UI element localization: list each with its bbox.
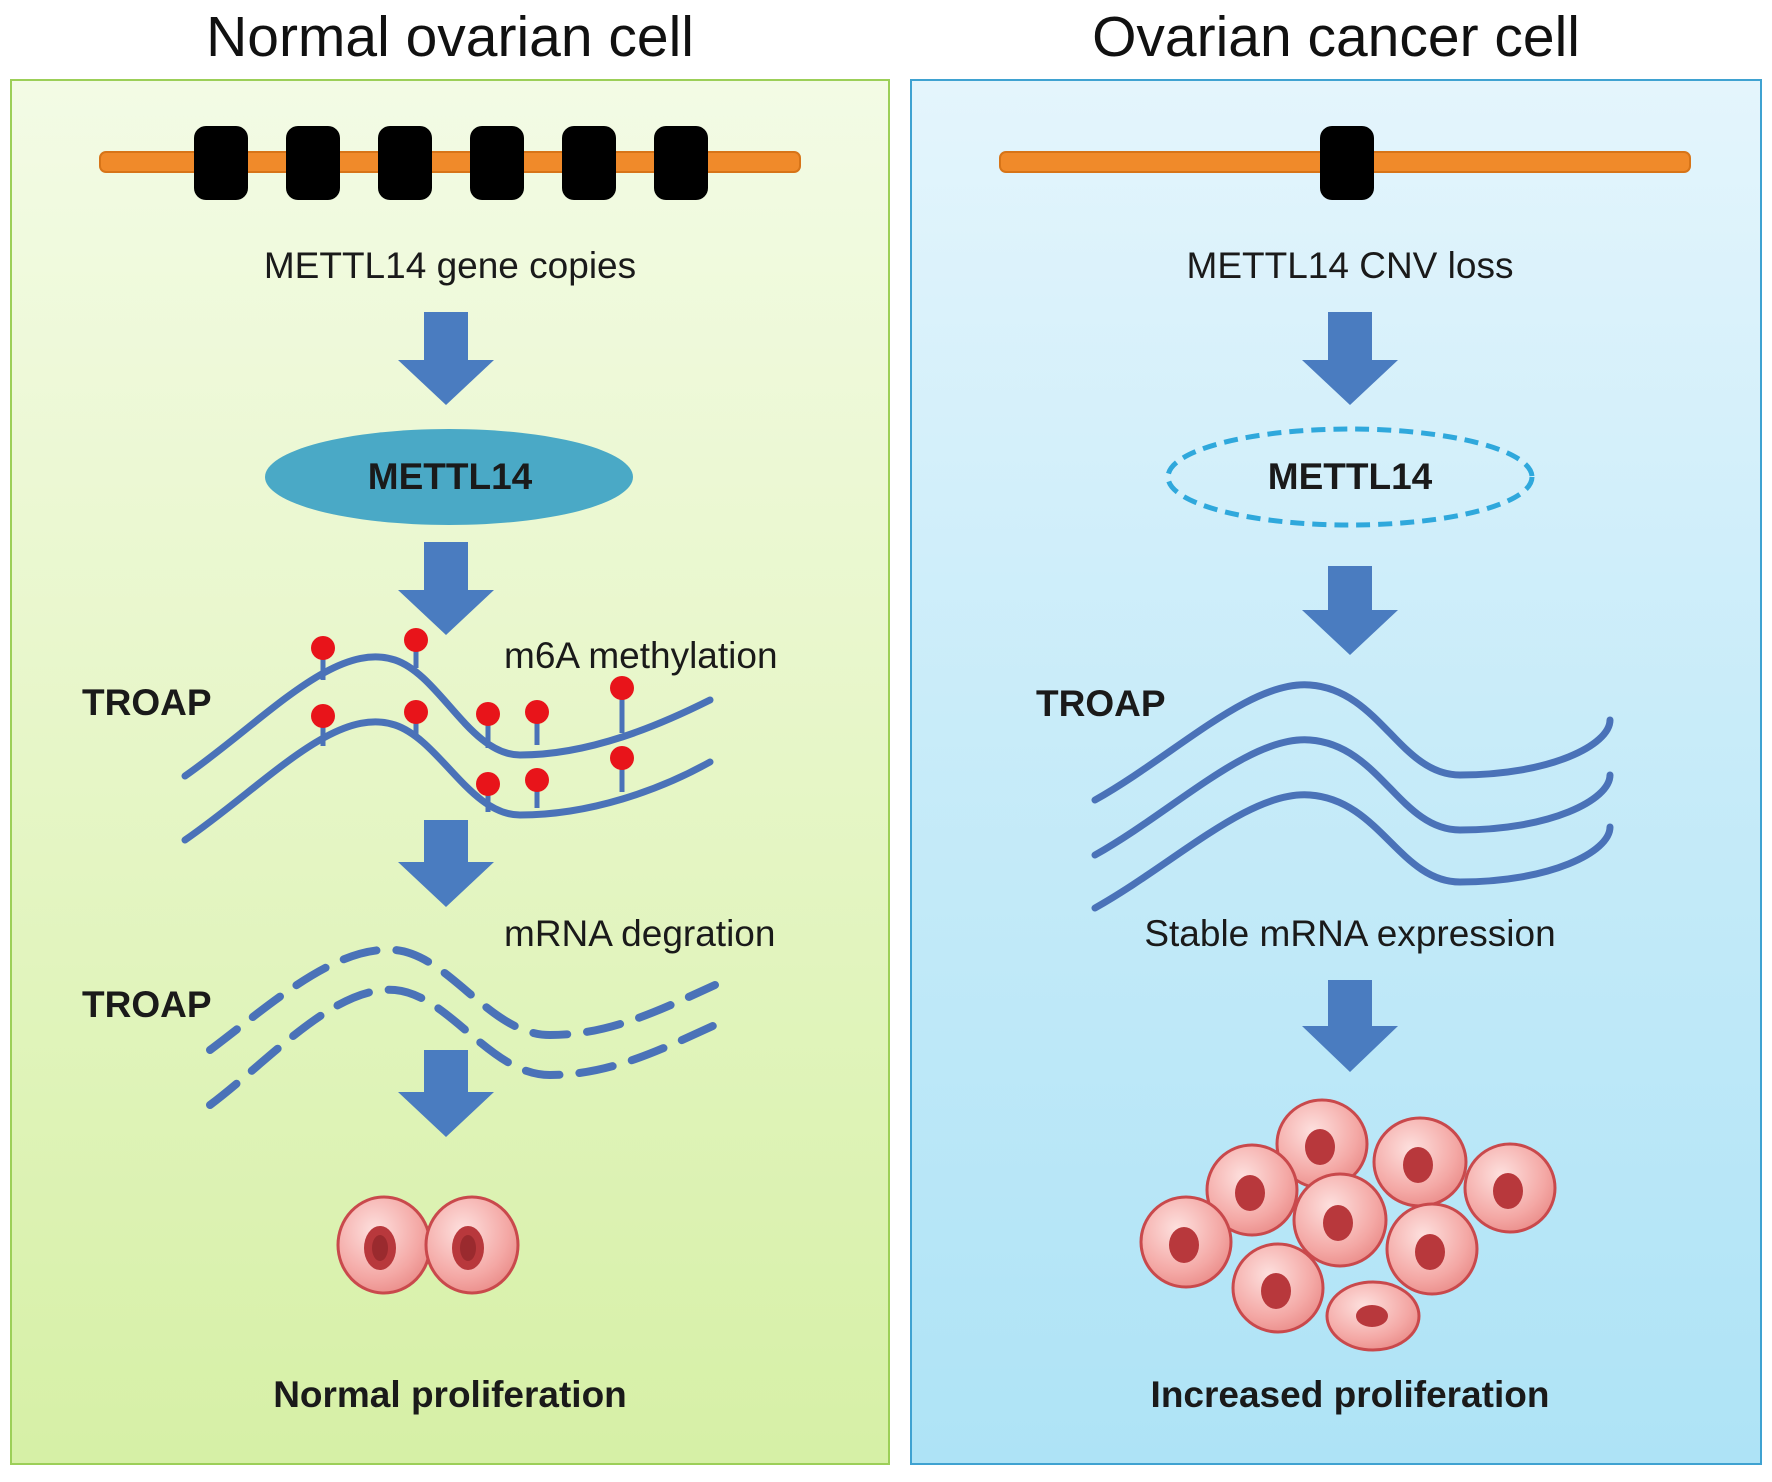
down-arrow-icon (398, 1050, 494, 1137)
troap-degraded-mrna (206, 945, 719, 1109)
gene-copy-block (654, 126, 708, 200)
normal-proliferation-label: Normal proliferation (273, 1374, 627, 1415)
cell-icon (1463, 1142, 1557, 1234)
cell-icon (1231, 1242, 1325, 1334)
down-arrow-icon (1302, 980, 1398, 1072)
down-arrow-icon (398, 820, 494, 907)
cell-icon (1275, 1098, 1369, 1190)
mettl14-protein (265, 429, 633, 525)
gene-copy-block (194, 126, 248, 200)
troap-label-methylated: TROAP (82, 682, 212, 723)
mettl14-protein-label: METTL14 (367, 456, 533, 497)
down-arrow-icon (1302, 566, 1398, 655)
cell-icon (1205, 1143, 1299, 1237)
cell-icon (1292, 1172, 1388, 1268)
troap-methylated-mrna (181, 653, 714, 844)
cell-icon (1385, 1202, 1479, 1296)
left-chromosome (99, 126, 801, 200)
troap-label-degraded: TROAP (82, 984, 212, 1025)
troap-label-stable: TROAP (1036, 683, 1166, 724)
stable-expression-label: Stable mRNA expression (1144, 913, 1556, 954)
gene-copy-block (470, 126, 524, 200)
mettl14-protein-lost (1165, 426, 1535, 528)
down-arrow-icon (1302, 312, 1398, 405)
cell-icon (424, 1195, 520, 1295)
left-panel-title: Normal ovarian cell (206, 5, 694, 69)
increased-proliferation-label: Increased proliferation (1150, 1374, 1550, 1415)
gene-copy-block (286, 126, 340, 200)
mrna-degradation-label: mRNA degration (504, 913, 776, 954)
down-arrow-icon (398, 312, 494, 405)
m6a-marks (311, 628, 634, 812)
gene-copy-block (378, 126, 432, 200)
cell-icon (336, 1195, 432, 1295)
troap-stable-mrna (1091, 681, 1614, 912)
m6a-methylation-label: m6A methylation (504, 635, 778, 676)
gene-copy-block (1320, 126, 1374, 200)
gene-copy-block (562, 126, 616, 200)
cell-icon (1372, 1116, 1468, 1208)
gene-copies-label: METTL14 gene copies (263, 245, 637, 286)
down-arrow-icon (398, 542, 494, 635)
cancer-cells (1139, 1098, 1557, 1352)
normal-cells (336, 1195, 520, 1295)
cnv-loss-label: METTL14 CNV loss (1186, 245, 1514, 286)
cell-icon (1139, 1195, 1233, 1289)
cell-icon (1325, 1280, 1421, 1352)
right-chromosome (999, 126, 1691, 200)
right-panel-title: Ovarian cancer cell (1092, 5, 1580, 69)
mettl14-lost-label: METTL14 (1267, 456, 1433, 497)
